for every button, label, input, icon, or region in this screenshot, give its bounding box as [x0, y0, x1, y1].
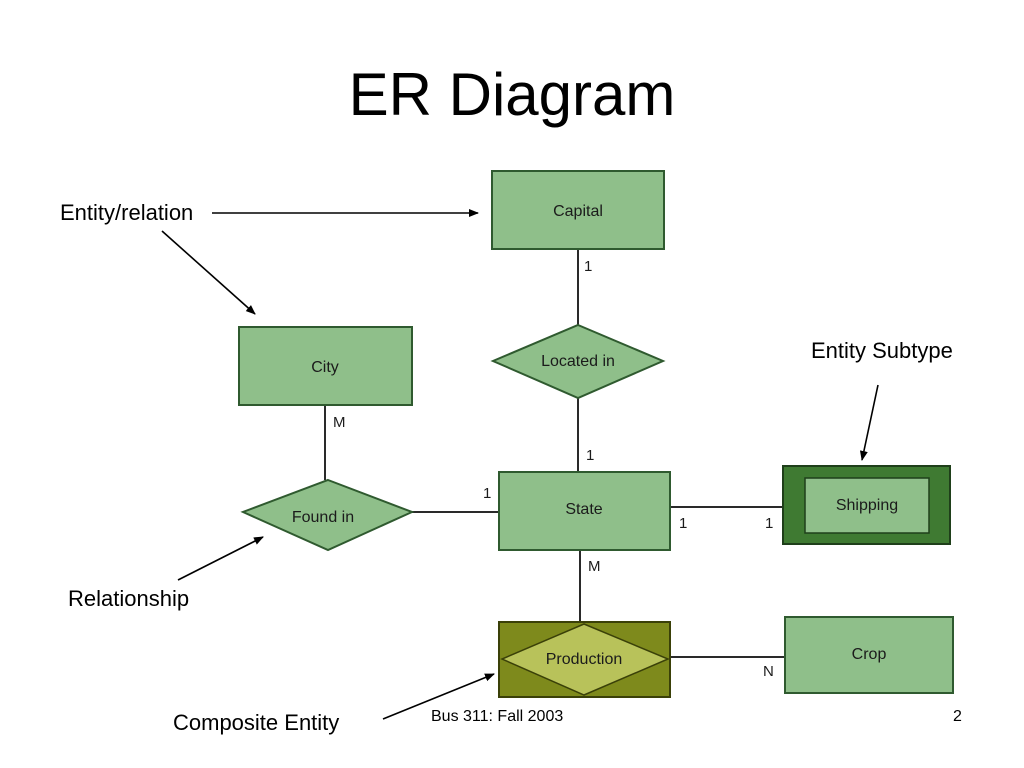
arrow-entity-relation-to-city [161, 230, 256, 315]
relationship-found-in-label: Found in [292, 509, 354, 526]
relationship-located-in-label: Located in [541, 353, 615, 370]
entity-city-label: City [311, 359, 339, 376]
entity-crop: Crop [784, 616, 954, 694]
entity-subtype-shipping: Shipping [782, 465, 951, 545]
composite-entity-production: Production [498, 621, 671, 698]
entity-capital-label: Capital [553, 203, 603, 220]
arrow-subtype-to-shipping [859, 384, 879, 461]
cardinality-state-shipping-left: 1 [679, 515, 687, 532]
slide-title: ER Diagram [348, 61, 676, 128]
relationship-found-in: Found in [240, 478, 415, 552]
relationship-located-in: Located in [490, 323, 666, 400]
footer-course: Bus 311: Fall 2003 [431, 708, 564, 725]
callout-relationship: Relationship [68, 586, 190, 611]
entity-city: City [238, 326, 413, 406]
cardinality-located-state: 1 [586, 447, 594, 464]
entity-state: State [498, 471, 671, 551]
entity-state-label: State [565, 501, 602, 518]
composite-production-label: Production [546, 651, 623, 668]
entity-capital: Capital [491, 170, 665, 250]
cardinality-state-production: M [588, 558, 601, 575]
callout-composite-entity: Composite Entity [173, 710, 340, 735]
footer-page-number: 2 [953, 708, 962, 725]
entity-shipping-label: Shipping [836, 497, 898, 514]
cardinality-city-found: M [333, 414, 346, 431]
callout-entity-subtype: Entity Subtype [811, 338, 953, 363]
arrow-relationship-to-found-in [177, 536, 264, 581]
callout-entity-relation: Entity/relation [60, 200, 194, 225]
arrow-composite-to-production [382, 673, 495, 720]
cardinality-capital-located: 1 [584, 258, 592, 275]
cardinality-found-state: 1 [483, 485, 491, 502]
cardinality-production-crop: N [763, 663, 774, 680]
cardinality-state-shipping-right: 1 [765, 515, 773, 532]
entity-crop-label: Crop [852, 646, 887, 663]
